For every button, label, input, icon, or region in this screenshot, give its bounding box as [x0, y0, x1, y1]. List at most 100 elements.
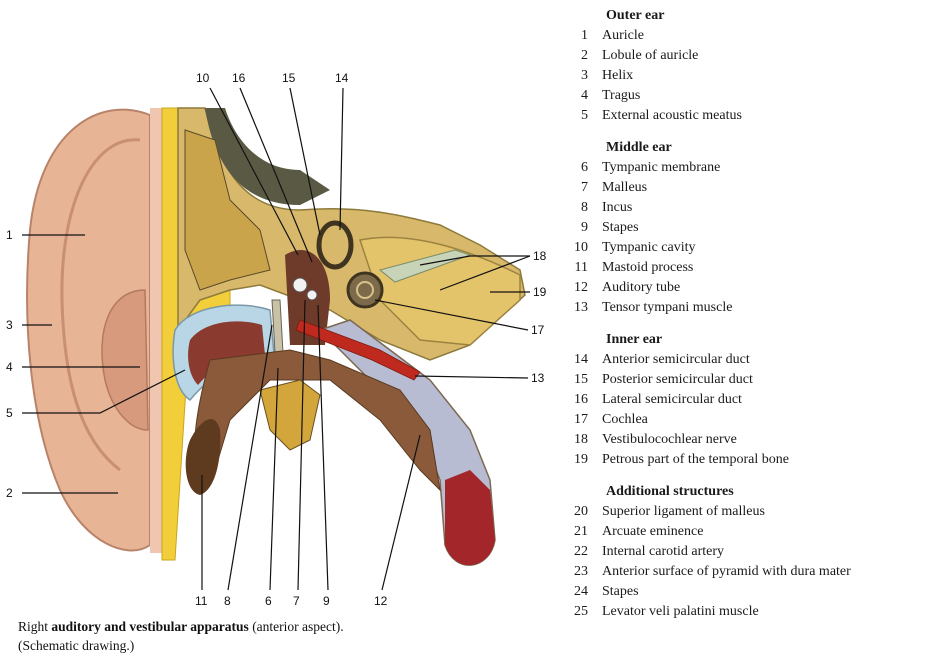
caption-prefix: Right	[18, 619, 51, 634]
legend-item-number: 22	[560, 542, 602, 562]
legend-item-number: 13	[560, 298, 602, 318]
callout-5: 5	[6, 406, 13, 420]
legend-item-label: Stapes	[602, 582, 930, 602]
legend-item-label: External acoustic meatus	[602, 106, 930, 126]
skin-layer	[150, 108, 162, 553]
legend-item-label: Tragus	[602, 86, 930, 106]
legend-item-number: 16	[560, 390, 602, 410]
legend-item-number: 9	[560, 218, 602, 238]
legend-item-number: 17	[560, 410, 602, 430]
legend-item-label: Posterior semicircular duct	[602, 370, 930, 390]
legend-item-label: Lobule of auricle	[602, 46, 930, 66]
legend-section-title: Outer ear	[560, 6, 930, 26]
legend-item-label: Auricle	[602, 26, 930, 46]
legend-item-label: Anterior surface of pyramid with dura ma…	[602, 562, 930, 582]
callout-13: 13	[531, 371, 545, 385]
figure-caption: Right auditory and vestibular apparatus …	[18, 617, 538, 655]
callout-17: 17	[531, 323, 545, 337]
legend-item-number: 15	[560, 370, 602, 390]
legend-item-label: Auditory tube	[602, 278, 930, 298]
caption-bold: auditory and vestibular apparatus	[51, 619, 248, 634]
legend-item-number: 2	[560, 46, 602, 66]
legend-item-number: 1	[560, 26, 602, 46]
callout-9: 9	[323, 594, 330, 608]
legend-item-number: 6	[560, 158, 602, 178]
leader-13	[415, 376, 528, 378]
legend-item-number: 18	[560, 430, 602, 450]
callout-12: 12	[374, 594, 388, 608]
legend-section-title: Inner ear	[560, 330, 930, 350]
legend-item-label: Lateral semicircular duct	[602, 390, 930, 410]
legend-item-number: 23	[560, 562, 602, 582]
legend-item-label: Superior ligament of malleus	[602, 502, 930, 522]
ossicle-incus	[307, 290, 317, 300]
legend-item-number: 4	[560, 86, 602, 106]
legend-item: 3Helix	[560, 66, 930, 86]
legend-section-title: Additional structures	[560, 482, 930, 502]
callout-4: 4	[6, 360, 13, 374]
callout-19: 19	[533, 285, 547, 299]
legend-item-number: 3	[560, 66, 602, 86]
legend-section-title: Middle ear	[560, 138, 930, 158]
callout-1: 1	[6, 228, 13, 242]
legend-section: Additional structures20Superior ligament…	[560, 482, 930, 622]
callout-14: 14	[335, 71, 349, 85]
legend-section: Outer ear1Auricle2Lobule of auricle3Heli…	[560, 6, 930, 126]
caption-line-2: (Schematic drawing.)	[18, 636, 538, 655]
caption-line-1: Right auditory and vestibular apparatus …	[18, 617, 538, 636]
legend-item-label: Tensor tympani muscle	[602, 298, 930, 318]
legend-item-label: Tympanic membrane	[602, 158, 930, 178]
callout-10: 10	[196, 71, 210, 85]
legend-item-number: 7	[560, 178, 602, 198]
callout-18: 18	[533, 249, 547, 263]
callout-16: 16	[232, 71, 246, 85]
callout-3: 3	[6, 318, 13, 332]
legend-item-number: 20	[560, 502, 602, 522]
legend-item-number: 10	[560, 238, 602, 258]
legend-item-label: Arcuate eminence	[602, 522, 930, 542]
legend-item-label: Mastoid process	[602, 258, 930, 278]
legend-item-number: 21	[560, 522, 602, 542]
legend-item-label: Vestibulocochlear nerve	[602, 430, 930, 450]
legend: Outer ear1Auricle2Lobule of auricle3Heli…	[560, 6, 930, 634]
legend-item-label: Internal carotid artery	[602, 542, 930, 562]
legend-item-label: Malleus	[602, 178, 930, 198]
legend-item-label: Stapes	[602, 218, 930, 238]
callout-6: 6	[265, 594, 272, 608]
callout-2: 2	[6, 486, 13, 500]
callout-11: 11	[195, 594, 208, 608]
legend-item-label: Cochlea	[602, 410, 930, 430]
leader-9	[318, 305, 328, 590]
legend-item-label: Levator veli palatini muscle	[602, 602, 930, 622]
legend-item: 15Posterior semicircular duct	[560, 370, 930, 390]
legend-item-number: 24	[560, 582, 602, 602]
legend-item-number: 8	[560, 198, 602, 218]
mastoid-process	[186, 419, 221, 495]
legend-item-number: 12	[560, 278, 602, 298]
legend-item-label: Incus	[602, 198, 930, 218]
leader-12	[382, 435, 420, 590]
callout-8: 8	[224, 594, 231, 608]
legend-item-number: 19	[560, 450, 602, 470]
legend-item-label: Tympanic cavity	[602, 238, 930, 258]
